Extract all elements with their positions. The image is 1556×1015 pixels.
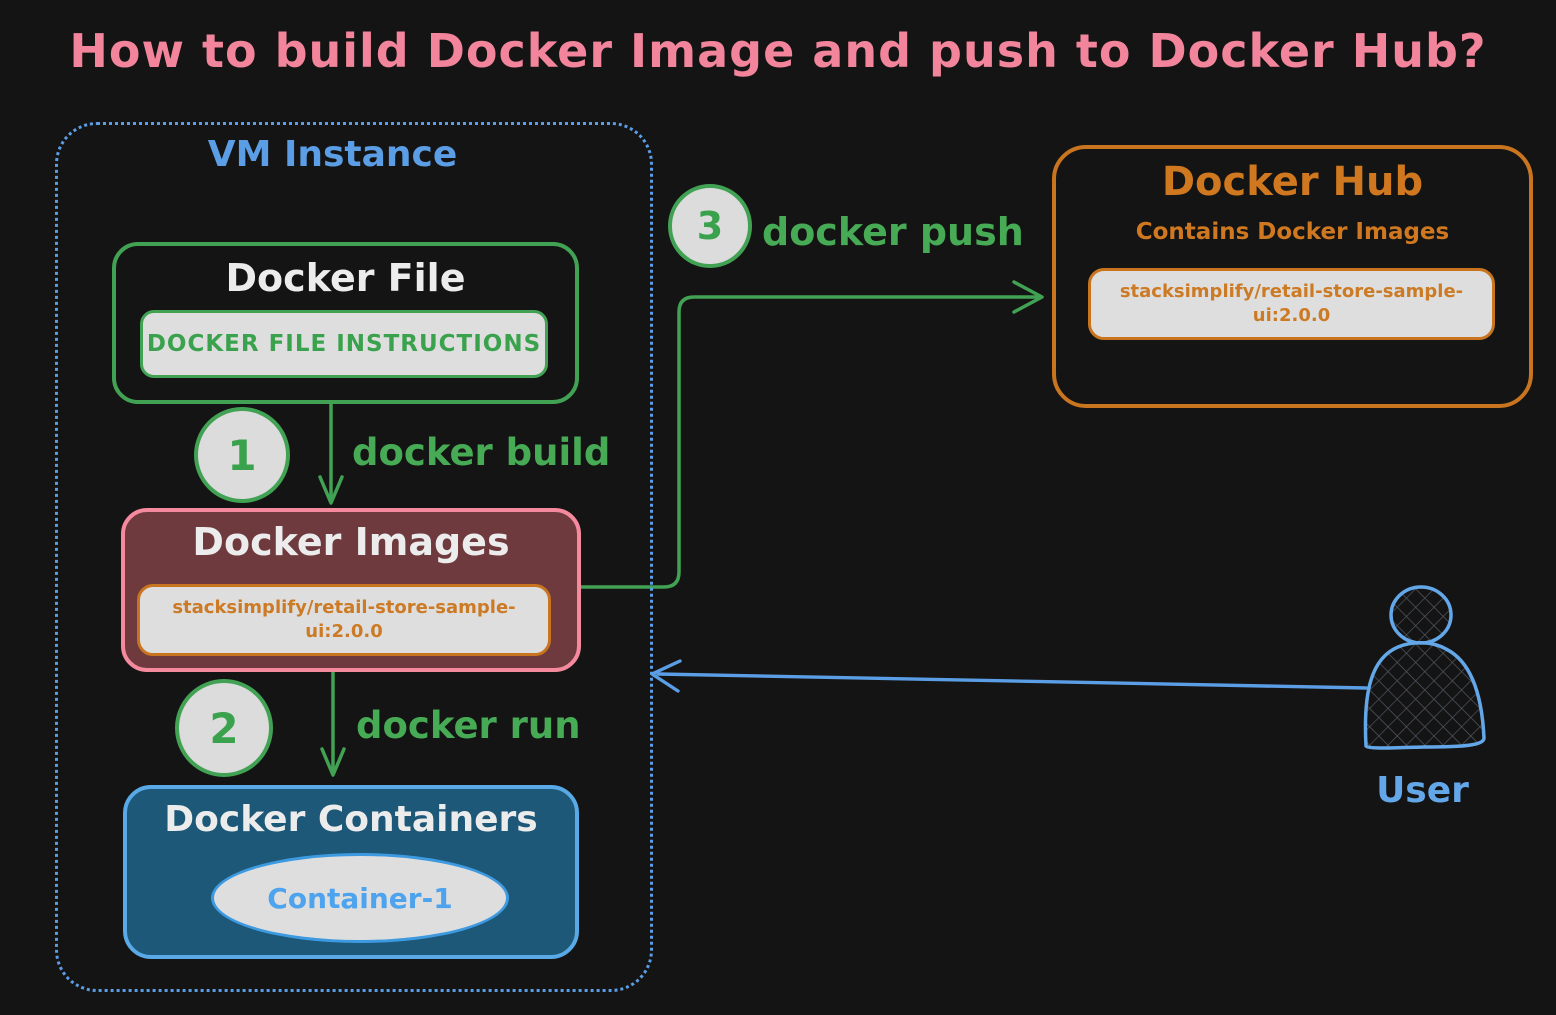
vm-instance-label: VM Instance bbox=[207, 134, 458, 175]
diagram-title: How to build Docker Image and push to Do… bbox=[69, 24, 1487, 78]
container-1-ellipse: Container-1 bbox=[211, 853, 509, 943]
user-icon bbox=[1363, 585, 1486, 750]
step-2-badge: 2 bbox=[175, 679, 273, 777]
user-label: User bbox=[1376, 770, 1469, 811]
docker-containers-box: Docker Containers Container-1 bbox=[123, 785, 579, 959]
docker-image-tag: stacksimplify/retail-store-sample-ui:2.0… bbox=[137, 584, 551, 656]
docker-containers-title: Docker Containers bbox=[164, 799, 538, 840]
docker-file-title: Docker File bbox=[225, 256, 466, 300]
step-2-command: docker run bbox=[356, 704, 581, 747]
docker-hub-image-tag: stacksimplify/retail-store-sample-ui:2.0… bbox=[1088, 268, 1495, 340]
step-3-command: docker push bbox=[762, 210, 1024, 254]
docker-hub-box: Docker Hub Contains Docker Images stacks… bbox=[1052, 145, 1533, 408]
docker-images-title: Docker Images bbox=[192, 520, 510, 564]
docker-images-box: Docker Images stacksimplify/retail-store… bbox=[121, 508, 581, 672]
step-1-badge: 1 bbox=[194, 407, 290, 503]
step-3-badge: 3 bbox=[668, 184, 752, 268]
docker-file-box: Docker File DOCKER FILE INSTRUCTIONS bbox=[112, 242, 579, 404]
vm-instance-container bbox=[55, 122, 653, 992]
docker-hub-title: Docker Hub bbox=[1161, 159, 1424, 205]
docker-hub-subtitle: Contains Docker Images bbox=[1135, 219, 1450, 245]
docker-file-instructions: DOCKER FILE INSTRUCTIONS bbox=[140, 310, 548, 378]
user-to-vm-arrow bbox=[650, 659, 1368, 693]
step-1-command: docker build bbox=[352, 431, 611, 474]
